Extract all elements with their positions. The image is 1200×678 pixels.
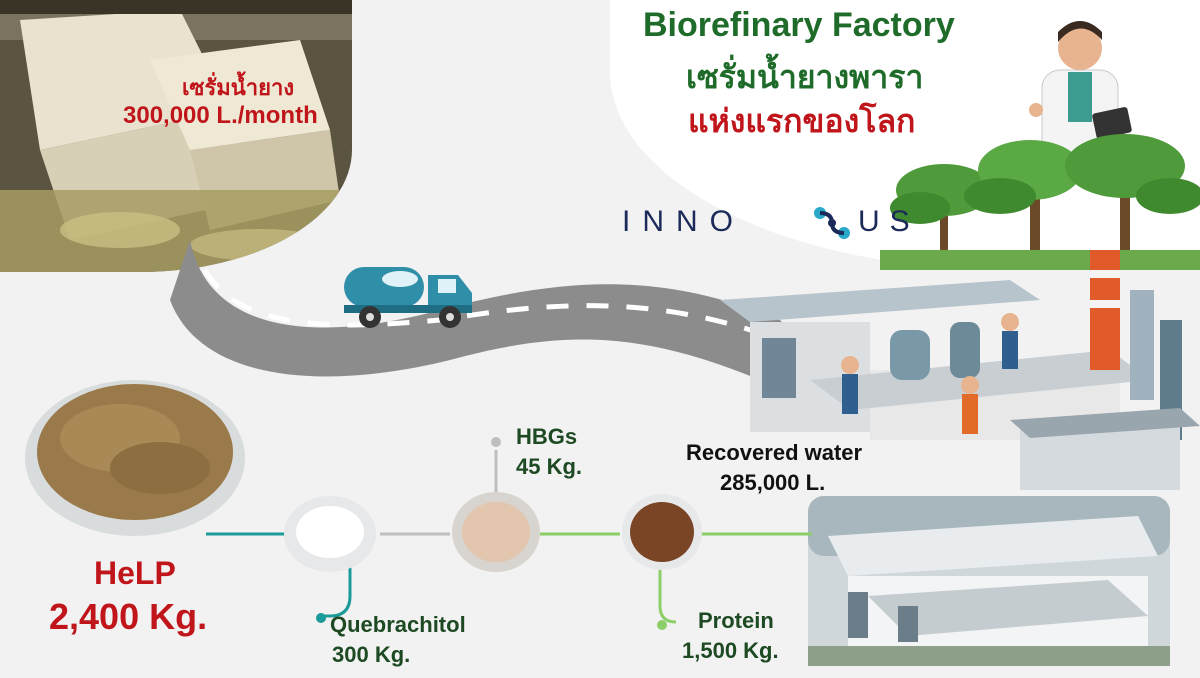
- header-title-en: Biorefinary Factory: [643, 6, 955, 44]
- logo-text-left: INNO: [622, 205, 745, 238]
- protein-name: Protein: [698, 608, 774, 633]
- logo-molecule-icon: [814, 207, 850, 239]
- protein-amount: 1,500 Kg.: [682, 638, 779, 663]
- hbgs-name: HBGs: [516, 424, 578, 449]
- protein-powder-dish: [622, 494, 702, 570]
- factory-photo: [808, 496, 1170, 666]
- hbgs-powder-dish: [452, 492, 540, 572]
- quebrachitol-amount: 300 Kg.: [332, 642, 411, 667]
- quebrachitol-name: Quebrachitol: [330, 612, 466, 637]
- quebrachitol-powder-dish: [284, 496, 376, 572]
- help-amount: 2,400 Kg.: [49, 596, 208, 637]
- header-title-th-2: แห่งแรกของโลก: [688, 103, 916, 139]
- hbgs-amount: 45 Kg.: [516, 454, 583, 479]
- header-title-th-1: เซรั่มน้ำยางพารา: [686, 59, 924, 95]
- latex-serum-label: เซรั่มน้ำยาง: [182, 75, 295, 100]
- recovered-water-label: Recovered water: [686, 440, 863, 465]
- factory-illustration: [720, 250, 1200, 490]
- logo-text-right: US: [858, 205, 920, 238]
- help-name: HeLP: [94, 555, 176, 591]
- help-powder-dish: [25, 380, 245, 536]
- recovered-water-amount: 285,000 L.: [720, 470, 826, 495]
- latex-serum-volume: 300,000 L./month: [123, 102, 318, 129]
- latex-tank-illustration: [0, 0, 352, 272]
- tanker-truck-illustration: [344, 267, 472, 328]
- latex-serum-photo: [0, 0, 352, 272]
